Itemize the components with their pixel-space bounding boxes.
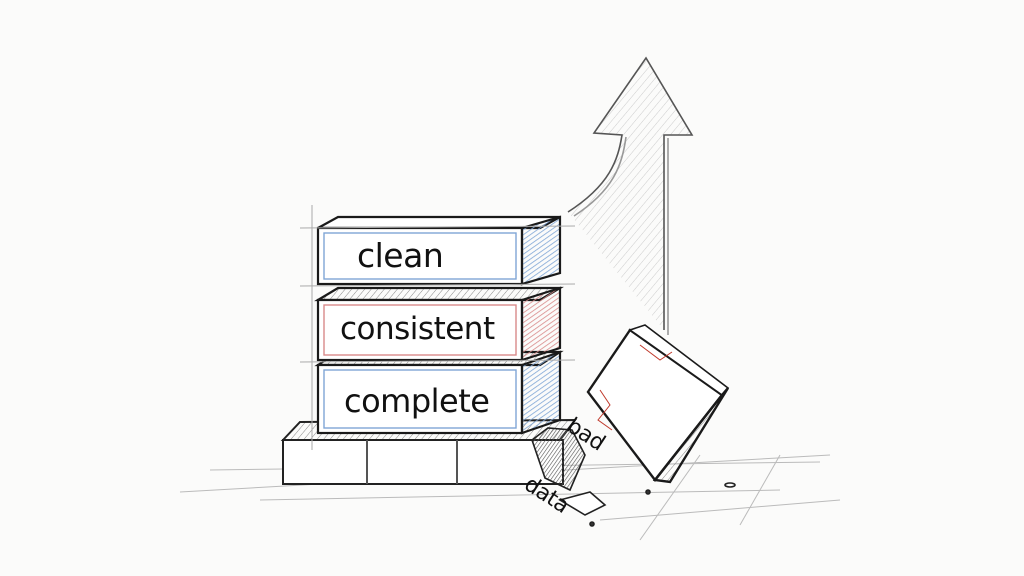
bad-data-block bbox=[586, 324, 730, 484]
block-label-consistent: consistent bbox=[340, 311, 495, 347]
block-clean bbox=[316, 215, 562, 286]
block-label-clean: clean bbox=[357, 236, 444, 275]
arrow-up-icon bbox=[567, 56, 694, 335]
base-slab bbox=[280, 418, 578, 485]
block-consistent bbox=[314, 286, 564, 362]
block-label-complete: complete bbox=[344, 382, 490, 420]
crack-rubble bbox=[531, 427, 736, 527]
